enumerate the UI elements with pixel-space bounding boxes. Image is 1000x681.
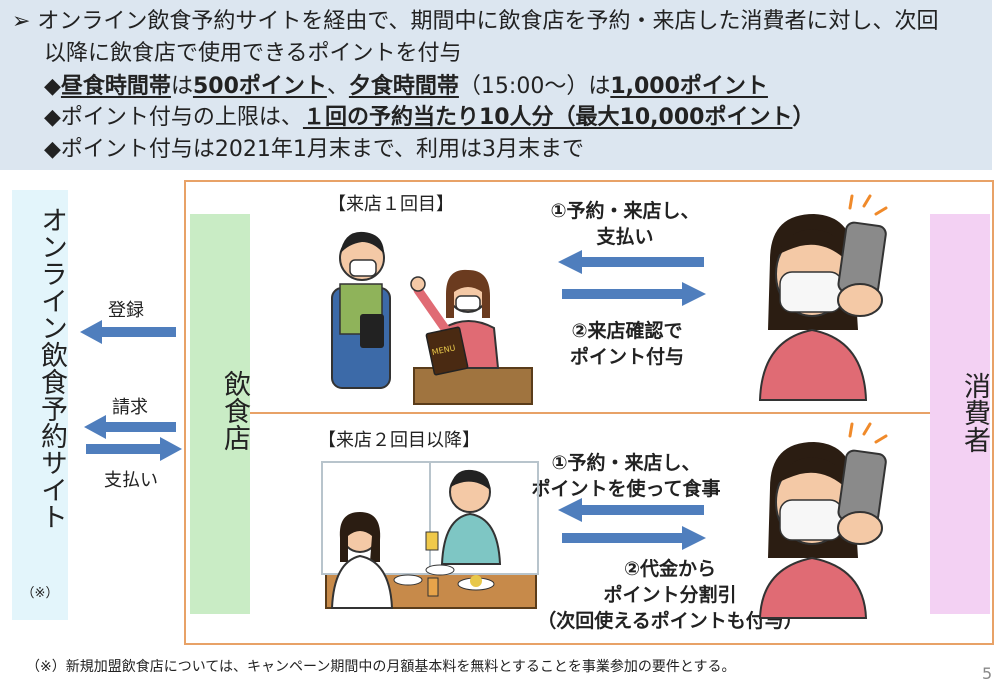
stage1-arrow-left (558, 250, 704, 274)
text: は (170, 74, 193, 99)
summary-line-2: 以降に飲食店で使用できるポイントを付与 (44, 41, 462, 66)
site-column (12, 190, 68, 620)
summary-line-3: ◆昼食時間帯は500ポイント、夕食時間帯（15:00～）は1,000ポイント (44, 73, 768, 101)
summary-line-4: ◆ポイント付与の上限は、１回の予約当たり10人分（最大10,000ポイント） (44, 104, 814, 132)
invoice-arrow (84, 415, 176, 439)
text: ポイント付与の上限は、 (60, 105, 303, 130)
stage1-step2: ②来店確認で ポイント付与 (552, 318, 702, 370)
stage1-arrow-right (562, 282, 706, 306)
text: ①予約・来店し、 (551, 452, 701, 474)
page-number: 5 (982, 664, 993, 681)
point-limit: １回の予約当たり10人分（最大10,000ポイント (302, 105, 793, 130)
text: （15:00～）は (458, 74, 611, 99)
consumer-illustration-1 (758, 194, 888, 401)
register-arrow (80, 320, 176, 344)
stage2-arrow-left (558, 498, 704, 522)
summary-line-5: ◆ポイント付与は2021年1月末まで、利用は3月末まで (44, 137, 585, 162)
site-note: （※） (21, 586, 59, 601)
register-label: 登録 (108, 300, 144, 321)
text: ポイント分割引 (603, 584, 737, 606)
consumer-column (930, 214, 990, 614)
lunch-time: 昼食時間帯 (60, 74, 171, 99)
text: ②来店確認で (571, 320, 683, 342)
text: 、 (326, 74, 349, 99)
summary-box (0, 0, 992, 170)
stage2-title: 【来店２回目以降】 (318, 430, 480, 451)
payment-arrow (86, 437, 182, 461)
frame-divider (250, 412, 932, 414)
stage1-title: 【来店１回目】 (328, 194, 454, 215)
stage2-restaurant-illustration (321, 461, 539, 609)
footnote: （※）新規加盟飲食店については、キャンペーン期間中の月額基本料を無料とすることを… (26, 659, 736, 675)
consumer-illustration-2 (758, 422, 888, 619)
stage2-step2: ②代金から ポイント分割引 （次回使えるポイントも付与） (520, 556, 820, 634)
stage1-step1: ①予約・来店し、 支払い (540, 198, 710, 250)
stage2-arrow-right (562, 526, 706, 550)
invoice-label: 請求 (112, 397, 148, 418)
text: 支払い (596, 226, 654, 248)
dinner-time: 夕食時間帯 (348, 74, 459, 99)
payment-label: 支払い (104, 470, 158, 491)
consumer-label: 消費者 (959, 372, 990, 453)
stage1-restaurant-illustration: MENU (331, 231, 533, 405)
lunch-points: 500ポイント (192, 74, 327, 99)
text: ①予約・来店し、 (550, 200, 700, 222)
text: ） (792, 105, 815, 130)
restaurant-column (190, 214, 250, 614)
summary-line-1: ➢ オンライン飲食予約サイトを経由で、期間中に飲食店を予約・来店した消費者に対し… (12, 9, 939, 34)
site-label: オンライン飲食予約サイト (36, 206, 67, 530)
restaurant-label: 飲食店 (219, 370, 250, 451)
bullet: ◆ (44, 74, 61, 99)
dinner-points: 1,000ポイント (610, 74, 768, 99)
text: ポイントを使って食事 (531, 478, 721, 500)
text: ポイント付与 (569, 346, 684, 368)
text: ②代金から (623, 558, 717, 580)
text: （次回使えるポイントも付与） (537, 610, 803, 632)
stage2-step1: ①予約・来店し、 ポイントを使って食事 (526, 450, 726, 502)
process-frame (184, 180, 994, 645)
bullet: ◆ (44, 105, 61, 130)
